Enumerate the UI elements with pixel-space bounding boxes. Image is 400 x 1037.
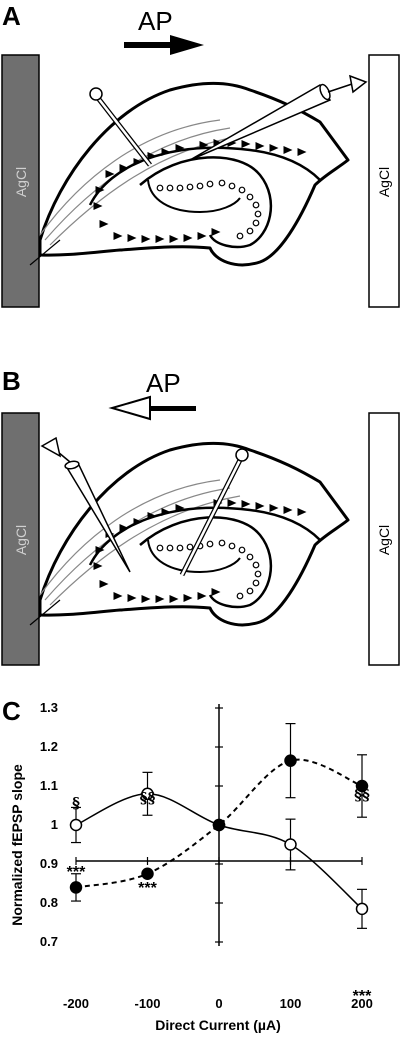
significance-annotation: §§ <box>354 786 370 804</box>
y-tick-label: 0.9 <box>40 856 58 871</box>
stimulating-electrode-b <box>179 448 249 577</box>
hippocampal-slice-b <box>29 441 350 627</box>
panel-b: B AP AgCl AgCl <box>1 366 400 666</box>
y-tick-label: 0.8 <box>40 895 58 910</box>
left-electrode-label: AgCl <box>13 167 29 197</box>
hippocampal-slice-a <box>29 81 350 267</box>
y-tick-label: 1 <box>51 817 58 832</box>
left-agcl-electrode <box>1 54 40 308</box>
left-electrode-label-b: AgCl <box>13 525 29 555</box>
panel-a: A AP AgCl AgCl <box>1 1 400 308</box>
y-axis-title: Normalized fEPSP slope <box>9 764 25 926</box>
y-tick-label: 1.1 <box>40 778 58 793</box>
panel-a-letter: A <box>2 1 21 31</box>
right-electrode-label-b: AgCl <box>376 525 392 555</box>
ap-arrow-right-icon <box>124 35 204 55</box>
x-axis-title: Direct Current (µA) <box>155 1017 281 1033</box>
recording-pipette-a <box>189 74 368 161</box>
series-1-point <box>141 867 154 880</box>
series-0-point <box>141 787 154 801</box>
recording-pipette-b <box>40 436 131 573</box>
chart-plot: 0.7 0.8 0.9 1 1.1 1.2 1.3 -200 -100 0 100 200 § *** §§… <box>40 700 373 1011</box>
x-tick-label: -100 <box>134 996 160 1011</box>
significance-annotation: *** <box>138 880 157 897</box>
panel-c-letter: C <box>2 696 21 726</box>
panel-b-letter: B <box>2 366 21 396</box>
right-agcl-electrode <box>368 54 400 308</box>
series-1-point <box>284 754 297 767</box>
series-0-point <box>355 902 369 916</box>
y-tick-label: 1.3 <box>40 700 58 715</box>
panel-a-ap-label: AP <box>138 6 173 36</box>
series-1-point <box>212 818 226 832</box>
series-0-point <box>69 818 83 832</box>
series-0-point <box>284 838 297 851</box>
series-1-point <box>355 779 369 793</box>
right-electrode-label: AgCl <box>376 167 392 197</box>
significance-annotation: *** <box>353 988 372 1005</box>
y-tick-label: 1.2 <box>40 739 58 754</box>
significance-annotation: *** <box>67 864 86 881</box>
y-tick-label: 0.7 <box>40 934 58 949</box>
stimulating-electrode-a <box>89 87 152 167</box>
x-tick-label: 200 <box>351 996 373 1011</box>
series-1-line <box>75 758 363 889</box>
x-tick-label: 100 <box>280 996 302 1011</box>
significance-annotation: §§ <box>140 789 156 807</box>
right-agcl-electrode-b <box>368 412 400 666</box>
ap-arrow-left-icon <box>108 395 196 421</box>
panel-c: C Normalized fEPSP slope Direct Current … <box>2 696 373 1033</box>
x-tick-label: -200 <box>63 996 89 1011</box>
series-1-point <box>69 881 83 894</box>
significance-annotation: § <box>72 794 80 812</box>
panel-b-ap-label: AP <box>146 368 181 398</box>
x-tick-label: 0 <box>215 996 222 1011</box>
